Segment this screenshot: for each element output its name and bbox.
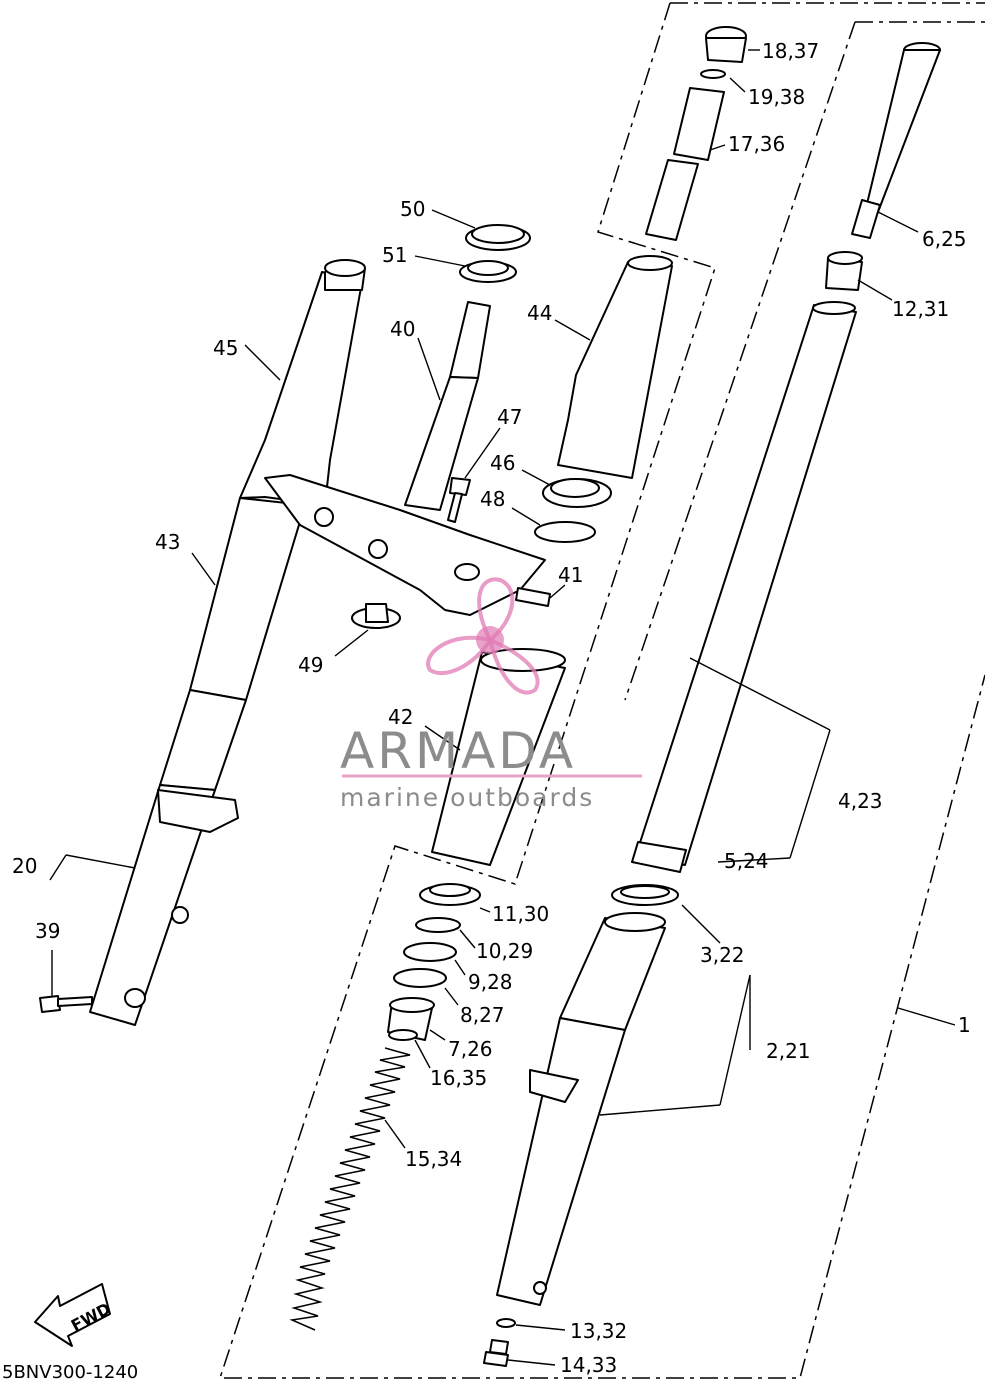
callout-7-26: 7,26 — [448, 1037, 493, 1061]
callout-18-37: 18,37 — [762, 39, 819, 63]
callout-51: 51 — [382, 243, 407, 267]
right-outer-tube — [496, 912, 666, 1306]
callout-44: 44 — [527, 301, 552, 325]
callout-48: 48 — [480, 487, 505, 511]
leader-lines — [49, 49, 956, 1366]
callout-45: 45 — [213, 336, 238, 360]
inner-tube — [631, 301, 857, 873]
callout-6-25: 6,25 — [922, 227, 967, 251]
callout-16-35: 16,35 — [430, 1066, 487, 1090]
stem-hardware — [351, 477, 612, 629]
watermark: ARMADA marine outboards — [340, 577, 642, 812]
steering-stem — [264, 301, 546, 616]
callout-5-24: 5,24 — [724, 849, 769, 873]
bearing-cover — [459, 224, 531, 283]
callout-19-38: 19,38 — [748, 85, 805, 109]
left-fork-cover — [431, 648, 566, 866]
callout-labels: 18,37 19,38 17,36 6,25 12,31 50 51 40 45… — [12, 39, 971, 1377]
callout-10-29: 10,29 — [476, 939, 533, 963]
arrow-icon — [34, 1283, 111, 1347]
callout-2-21: 2,21 — [766, 1039, 811, 1063]
callout-3-22: 3,22 — [700, 943, 745, 967]
diagram-code: 5BNV300-1240 — [2, 1362, 138, 1380]
propeller-logo-icon — [426, 577, 540, 695]
callout-13-32: 13,32 — [570, 1319, 627, 1343]
watermark-brand: ARMADA — [340, 722, 576, 780]
callout-11-30: 11,30 — [492, 902, 549, 926]
pinch-bolt — [39, 995, 93, 1013]
callout-46: 46 — [490, 451, 515, 475]
callout-1: 1 — [958, 1013, 971, 1037]
forward-arrow: FWD — [34, 1283, 114, 1347]
callout-49: 49 — [298, 653, 323, 677]
callout-43: 43 — [155, 530, 180, 554]
callout-20: 20 — [12, 854, 37, 878]
callout-42: 42 — [388, 705, 413, 729]
bottom-bolt — [483, 1318, 516, 1367]
top-cap-group — [645, 26, 747, 241]
callout-40: 40 — [390, 317, 415, 341]
callout-9-28: 9,28 — [468, 970, 513, 994]
callout-50: 50 — [400, 197, 425, 221]
assembly-boundaries — [218, 2, 985, 1379]
seal-washer-stack — [387, 883, 481, 1041]
callout-41: 41 — [558, 563, 583, 587]
callout-39: 39 — [35, 919, 60, 943]
callout-15-34: 15,34 — [405, 1147, 462, 1171]
callout-14-33: 14,33 — [560, 1353, 617, 1377]
callout-47: 47 — [497, 405, 522, 429]
left-fork-outer-tube — [89, 259, 366, 1026]
oil-seal — [611, 884, 679, 906]
damper-rod — [825, 42, 941, 291]
callout-12-31: 12,31 — [892, 297, 949, 321]
callout-8-27: 8,27 — [460, 1003, 505, 1027]
fork-spring — [289, 1047, 411, 1331]
right-fork-cover — [557, 255, 673, 479]
callout-4-23: 4,23 — [838, 789, 883, 813]
watermark-tagline: marine outboards — [340, 783, 594, 812]
callout-17-36: 17,36 — [728, 132, 785, 156]
